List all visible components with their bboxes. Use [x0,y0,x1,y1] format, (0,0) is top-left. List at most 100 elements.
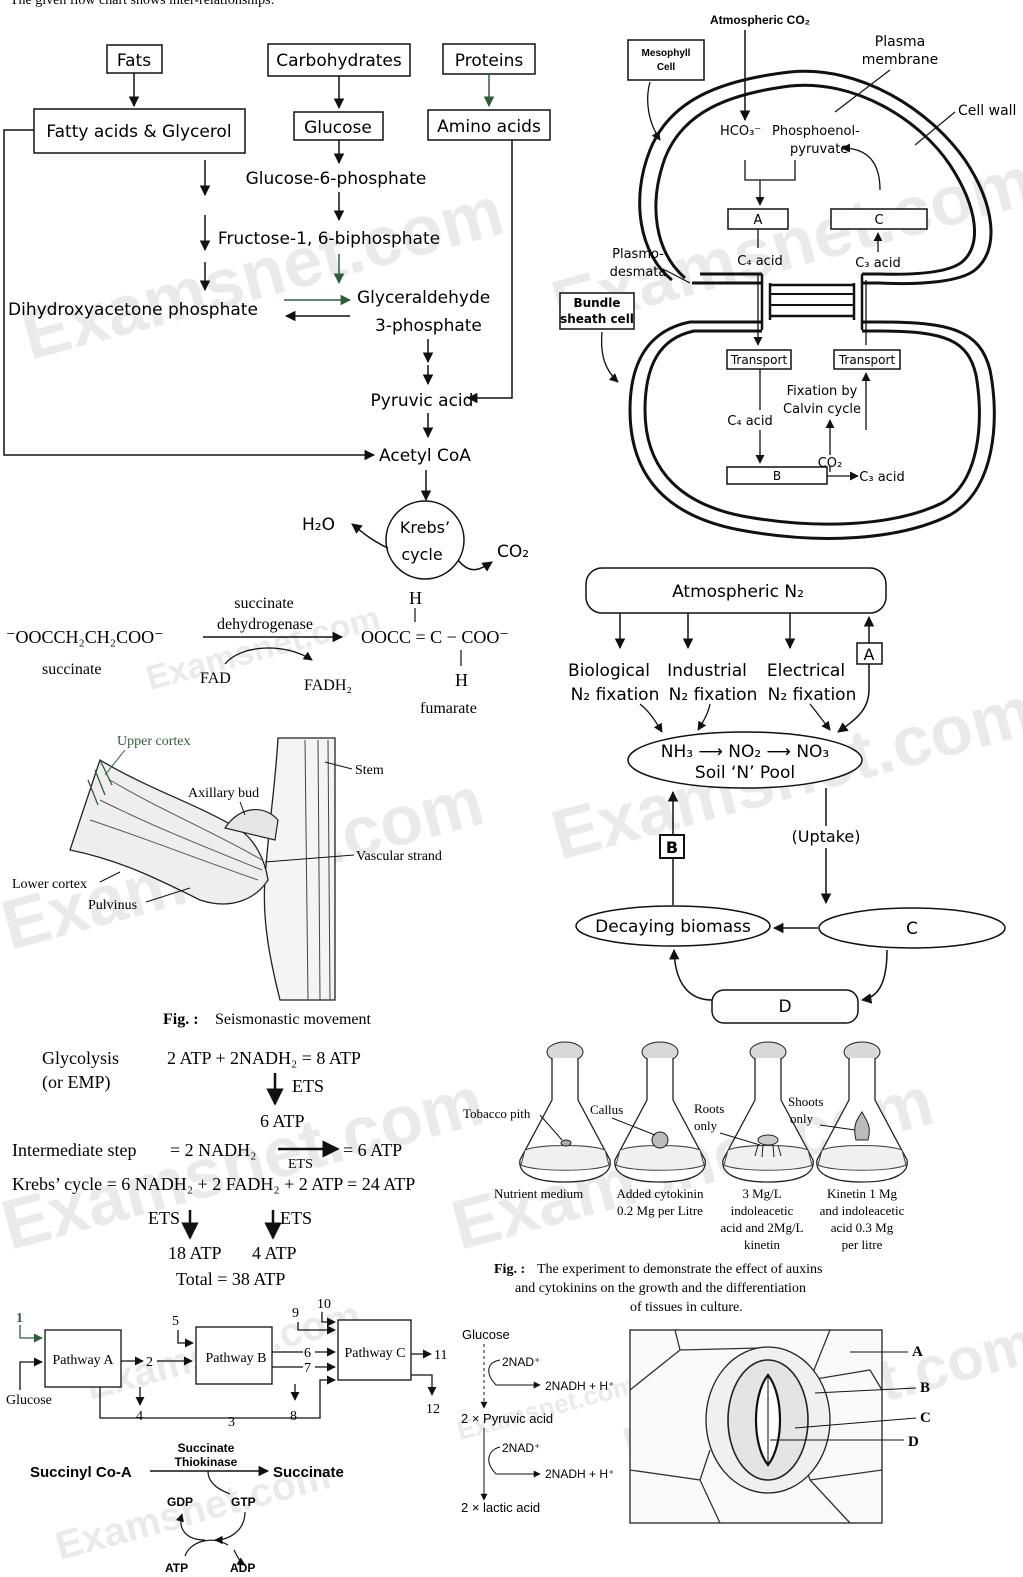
cytokinin-label-1: Added cytokinin [616,1186,704,1201]
pyruvic-acid-label: 2 × Pyruvic acid [461,1411,553,1426]
enzyme-label-2: dehydrogenase [217,616,313,633]
pathway-number-5: 5 [172,1314,179,1329]
atmospheric-n2-label: Atmospheric N₂ [672,582,804,602]
tissue-culture-figure: Tobacco pith Callus Roots only Shoots on… [463,1041,908,1315]
nitrogen-c-label: C [906,919,918,939]
flask4-label-2: and indoleacetic [820,1203,905,1218]
emp-label: (or EMP) [42,1072,111,1093]
fumarate-formula: OOCC = C − COO⁻ [361,627,509,647]
respiration-flowchart: The given flow chart shows inter-relatio… [3,0,551,580]
watermark-text: Examsnet.com [14,171,511,374]
mesophyll-cell-wall-outer [638,69,993,286]
ele-fixation-label-1: Electrical [767,661,845,681]
amino-acids-box [427,109,551,141]
fats-label: Fats [117,51,151,71]
pathway-c-label: Pathway C [344,1346,405,1361]
total-atp-label: Total = 38 ATP [176,1269,285,1289]
c4-pathway-diagram: Atmospheric CO₂ Mesophyll Cell Plasma me… [559,13,1016,540]
fixation-label-1: Fixation by [787,384,858,399]
stomata-label-c: C [920,1410,931,1426]
h-top-label: H [409,588,422,608]
stem-label: Stem [355,763,384,778]
fatty-acids-box [33,108,246,154]
nitrogen-cycle: Atmospheric N₂ A Biological N₂ fixation … [568,567,1006,1024]
glucose-label: Glucose [304,118,372,138]
gdp-label: GDP [167,1495,193,1509]
carbohydrates-label: Carbohydrates [276,51,402,71]
nadh-2-label: 2NADH + H⁺ [545,1467,614,1481]
decaying-biomass-label: Decaying biomass [595,917,751,937]
nadh-1-label: 2NADH + H⁺ [545,1379,614,1393]
mesophyll-cell-wall-inner [654,83,976,280]
flask3-label-4: kinetin [744,1237,781,1252]
c4-box-b-label: B [773,469,781,483]
pulvinus-label: Pulvinus [88,898,137,913]
nitrogen-d-label: D [778,997,791,1017]
ind-fixation-label-1: Industrial [667,661,747,681]
shoots-label-1: Shoots [788,1094,823,1109]
atp-4-label: 4 ATP [252,1243,297,1263]
c3-acid-top-label: C₃ acid [855,256,900,271]
flask3-label-2: indoleacetic [731,1203,794,1218]
atp-balance: Glycolysis ⃞ 2 ATP + 2NADH₂ = 8 ATP (or … [12,1048,415,1289]
intermediate-label: Intermediate step [12,1140,136,1160]
stomata-label-b: B [920,1380,930,1396]
succinate-product-label: Succinate [273,1464,344,1481]
g3p-label-1: Glyceraldehyde [357,288,490,308]
nutrient-medium-label: Nutrient medium [494,1186,583,1201]
tissue-caption-2: and cytokinins on the growth and the dif… [515,1281,806,1296]
seismonastic-figure: Upper cortex Stem Axillary bud Vascular … [12,734,442,1028]
plasmodesmata-label-1: Plasmo- [612,247,664,262]
c3-acid-bottom-label: C₃ acid [859,470,904,485]
plasma-label-2: membrane [862,52,939,68]
soil-pool-label-1: NH₃ ⟶ NO₂ ⟶ NO₃ [661,742,830,762]
lower-cortex-label: Lower cortex [12,877,87,892]
c4-box-a-label: A [754,213,763,228]
succinyl-coa-reaction: Succinate Thiokinase Succinyl Co-A Succi… [30,1441,344,1575]
pathway-a-label: Pathway A [52,1353,114,1368]
ele-fixation-label-2: N₂ fixation [768,685,857,705]
pathway-number-10: 10 [317,1297,331,1312]
pathway-number-9: 9 [292,1306,299,1321]
pathway-number-4: 4 [136,1409,143,1424]
pathways-diagram: 1 Pathway A Glucose 2 4 3 5 Pathway B 6 … [6,1297,447,1430]
fixation-label-2: Calvin cycle [783,402,861,417]
pathway-number-1: 1 [16,1311,23,1326]
nitrogen-box-b [659,834,685,859]
succinyl-coa-label: Succinyl Co-A [30,1464,132,1481]
mesophyll-label-2: Cell [657,62,676,73]
plasmodesmata-label-2: desmata [610,265,667,280]
hco3-label: HCO₃⁻ [720,124,761,139]
tissue-caption-prefix: Fig. : [494,1262,525,1277]
nitrogen-box-d [711,989,859,1024]
bundle-sheath-wall-outer [628,320,996,540]
g3p-label-2: 3-phosphate [375,316,482,336]
acetyl-coa-label: Acetyl CoA [379,446,471,466]
clipped-heading: The given flow chart shows inter-relatio… [10,0,275,8]
nitrogen-ellipse-c [818,907,1006,949]
axillary-bud-drawing [224,808,279,841]
adp-label: ADP [230,1561,255,1575]
pathway-number-3: 3 [228,1415,235,1430]
cell-wall-label: Cell wall [958,103,1016,119]
seismonastic-caption: Seismonastic movement [215,1011,372,1028]
atp-18-label: 18 ATP [168,1243,222,1263]
fadh2-label: FADH₂ [304,677,352,694]
callus-label: Callus [590,1102,623,1117]
g6p-label: Glucose-6-phosphate [246,169,427,189]
pathway-number-6: 6 [304,1346,311,1361]
succinate-reaction: ⁻OOCCH₂CH₂COO⁻ succinate succinate dehyd… [6,588,509,717]
pathway-number-7: 7 [304,1361,311,1376]
fad-label: FAD [200,670,231,687]
tissue-caption-1: The experiment to demonstrate the effect… [537,1262,822,1277]
bundle-sheath-label-2: sheath cell [560,312,634,326]
pathway-number-8: 8 [290,1409,297,1424]
bundle-sheath-box [559,292,635,330]
seismonastic-caption-prefix: Fig. : [163,1011,199,1028]
transport-right-box [833,349,901,370]
flask4-label-4: per litre [842,1237,883,1252]
pathway-number-2: 2 [146,1355,153,1370]
proteins-label: Proteins [455,51,524,71]
krebs-cycle-circle [385,500,465,580]
